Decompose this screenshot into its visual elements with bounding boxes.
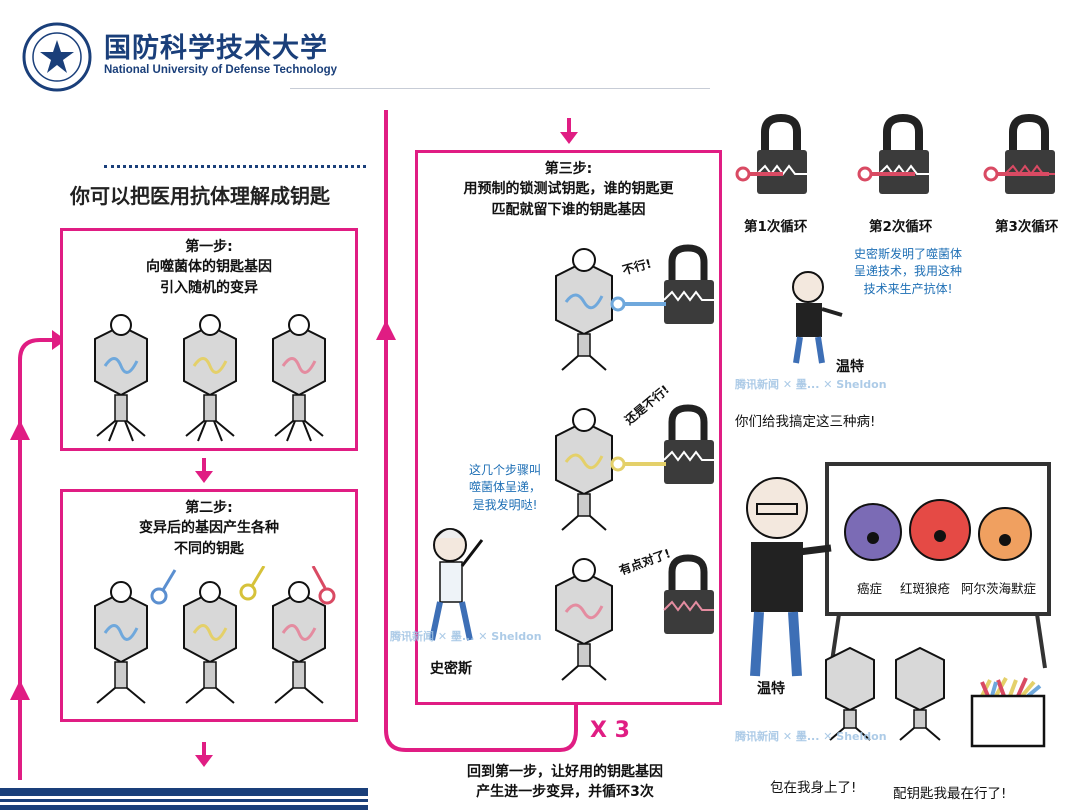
step1-text-line1: 向噬菌体的钥匙基因 [146, 259, 272, 276]
winter-speech-line3: 技术来生产抗体! [863, 281, 953, 296]
loop-note-line1: 回到第一步，让好用的钥匙基因 [467, 764, 663, 780]
phage-icon [94, 581, 148, 704]
step1-panel: 第一步: 向噬菌体的钥匙基因 引入随机的变异 [60, 228, 358, 451]
step2-text-line2: 不同的钥匙 [174, 540, 244, 557]
loop-arrow-left [10, 330, 66, 780]
step2-panel: 第二步: 变异后的基因产生各种 不同的钥匙 [60, 489, 358, 722]
dotted-divider [104, 165, 366, 168]
loop-arrow-middle [376, 110, 578, 752]
footer-stripes [0, 788, 368, 810]
phage-icon [555, 558, 613, 681]
padlock-icon [663, 404, 714, 484]
watermark: 腾讯新闻 ✕ 墨... ✕ Sheldon [735, 378, 887, 391]
padlock-icon [663, 244, 714, 324]
cycle-label-2: 第2次循环 [869, 219, 933, 235]
phage-icon [94, 314, 148, 442]
smith-speech-line2: 噬菌体呈递， [468, 480, 541, 495]
phage-icon [825, 646, 875, 741]
cycle-label-3: 第3次循环 [995, 219, 1059, 235]
whiteboard [825, 462, 1051, 669]
cycle-label-1: 第1次循环 [744, 219, 808, 235]
phage-pair [825, 646, 945, 741]
winter-figure-small [792, 271, 843, 364]
phage-icon [272, 314, 326, 442]
smith-speech-line1: 这几个步骤叫 [468, 463, 541, 477]
padlock-icon [857, 113, 929, 194]
university-name-en: National University of Defense Technolog… [104, 64, 338, 76]
repeat-times: X 3 [590, 718, 630, 743]
winter-speech: 史密斯发明了噬菌体 呈递技术，我用这种 技术来生产抗体! [838, 246, 978, 298]
step1-text-line2: 引入随机的变异 [160, 279, 258, 296]
header-divider [290, 88, 710, 89]
yellow-key-icon [239, 566, 266, 601]
padlock-icon [735, 113, 807, 194]
lock-test-illustration [555, 244, 714, 681]
smith-speech-line3: 是我发明哒! [472, 497, 538, 512]
smith-speech: 这几个步骤叫 噬菌体呈递， 是我发明哒! [455, 462, 555, 514]
phage-icon [555, 248, 613, 371]
phage-icon [555, 408, 613, 531]
step1-heading: 第一步: [185, 239, 233, 255]
key-box-icon [970, 677, 1046, 748]
university-name-cn: 国防科学技术大学 [104, 33, 328, 64]
phage-icon [272, 581, 326, 704]
winter-speech-line1: 史密斯发明了噬菌体 [853, 247, 962, 261]
step2-heading: 第二步: [185, 500, 233, 516]
phage-reply: 包在我身上了! [770, 780, 857, 796]
step3-text-line2: 匹配就留下谁的钥匙基因 [491, 201, 646, 218]
loop-note-line2: 产生进一步变异，并循环3次 [476, 784, 654, 801]
winter-figure-large [746, 477, 832, 677]
pink-key-icon [311, 566, 336, 605]
smith-figure [429, 528, 484, 641]
disease-cancer: 癌症 [857, 581, 883, 596]
keys-reply: 配钥匙我最在行了! [893, 786, 1007, 802]
winter-name-top: 温特 [836, 359, 864, 375]
step3-text-line1: 用预制的锁测试钥匙，谁的钥匙更 [463, 181, 674, 198]
university-seal-icon [22, 22, 92, 92]
phage-icon [183, 581, 237, 704]
smith-name: 史密斯 [430, 661, 472, 677]
loop-note: 回到第一步，让好用的钥匙基因 产生进一步变异，并循环3次 [430, 762, 700, 803]
page-title: 你可以把医用抗体理解成钥匙 [70, 184, 330, 208]
winter-name-bottom: 温特 [757, 681, 785, 697]
blue-key-icon [150, 569, 177, 605]
phage-icon [183, 314, 237, 442]
phage-icon [895, 646, 945, 741]
winter-command: 你们给我搞定这三种病! [735, 414, 876, 430]
watermark: 腾讯新闻 ✕ 墨... ✕ Sheldon [735, 730, 887, 743]
phage-group-step2 [94, 566, 336, 704]
down-arrow-icon [195, 742, 213, 767]
phage-group-step1 [94, 314, 326, 442]
watermark: 腾讯新闻 ✕ 墨... ✕ Sheldon [390, 630, 542, 643]
padlock-icon [663, 554, 714, 634]
step3-heading: 第三步: [544, 161, 593, 177]
disease-alzheimers: 阿尔茨海默症 [961, 581, 1037, 596]
winter-speech-line2: 呈递技术，我用这种 [853, 264, 962, 279]
cycle-locks [735, 113, 1055, 194]
step2-text-line1: 变异后的基因产生各种 [139, 520, 279, 537]
down-arrow-icon [195, 458, 213, 483]
padlock-icon [983, 113, 1055, 194]
disease-lupus: 红斑狼疮 [900, 581, 951, 596]
